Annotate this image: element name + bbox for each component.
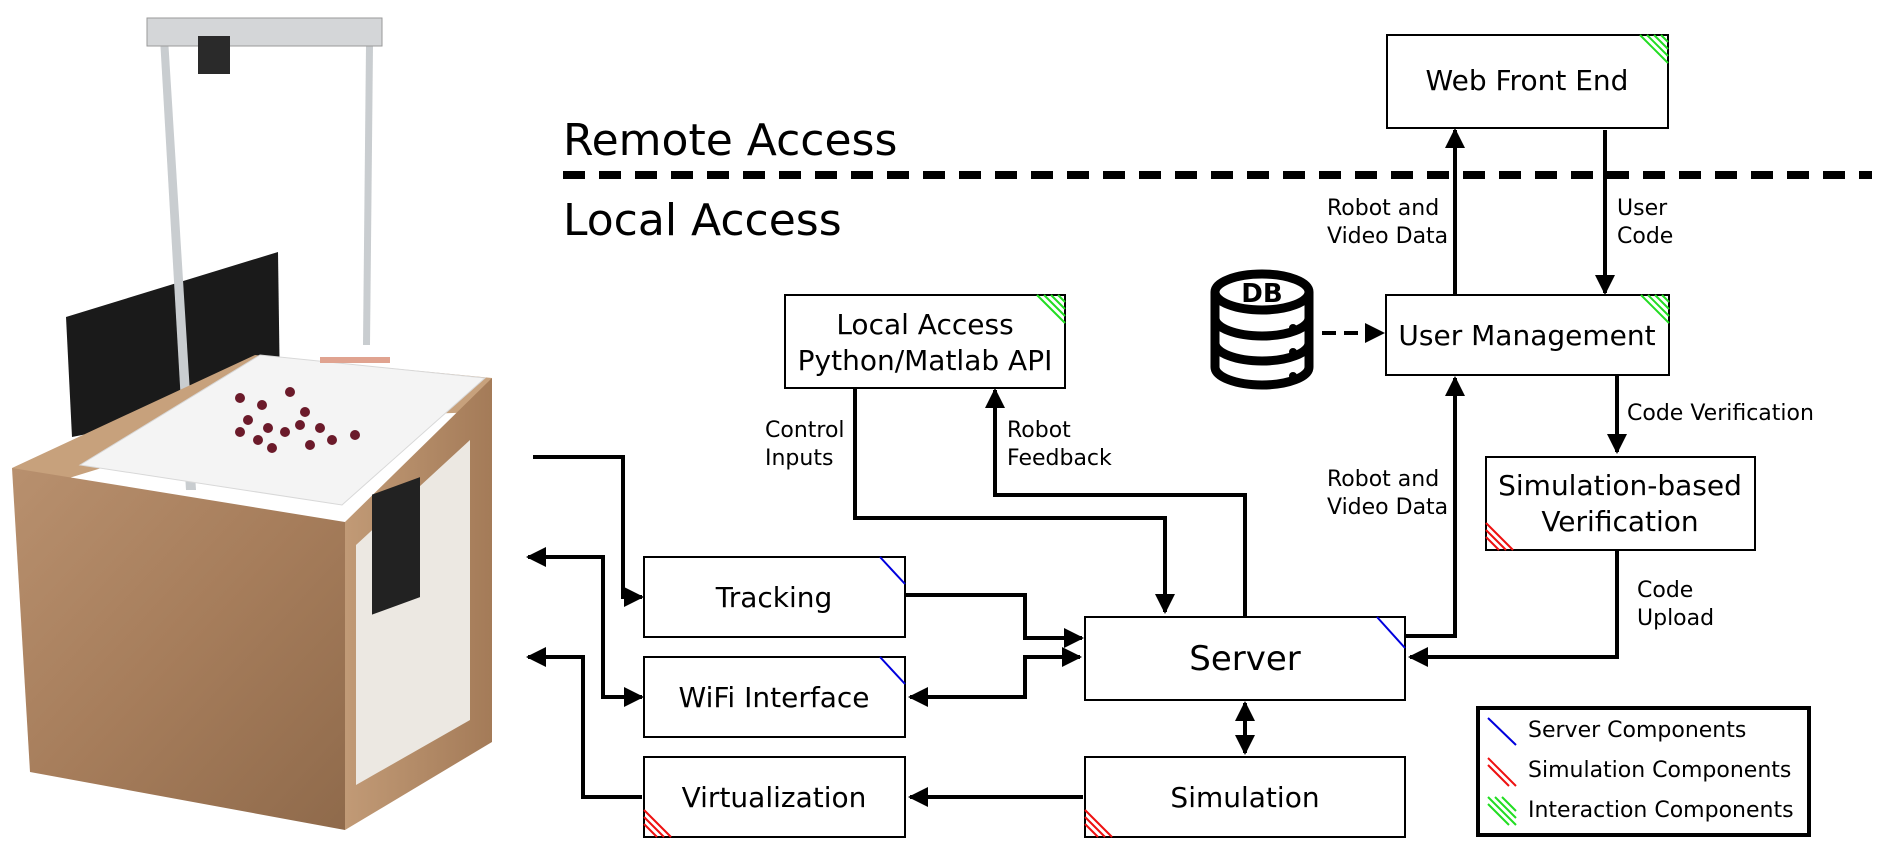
- label-code-upload-2: Upload: [1637, 606, 1714, 631]
- sim-verification-box: Simulation-based Verification: [1485, 456, 1756, 551]
- remote-access-heading: Remote Access: [563, 115, 897, 166]
- robots: [235, 387, 360, 453]
- rig-pole-left: [160, 38, 196, 490]
- interaction-marker: [1640, 294, 1670, 324]
- label-code-upload-1: Code: [1637, 578, 1693, 603]
- edge-wifi-to-external: [526, 547, 644, 707]
- local-api-label-1: Local Access: [836, 308, 1013, 341]
- label-robot-feedback-2: Feedback: [1007, 446, 1112, 471]
- simulation-marker: [1485, 522, 1514, 551]
- server-marker: [879, 556, 906, 585]
- server-marker: [879, 656, 906, 685]
- simulation-marker: [643, 809, 672, 838]
- label-control-inputs-1: Control: [765, 418, 845, 443]
- user-management-box: User Management: [1385, 294, 1670, 376]
- label-robot-video-lower-2: Video Data: [1327, 495, 1448, 520]
- edge-tracking-to-server: [905, 593, 1084, 648]
- label-user-code-1: User: [1617, 196, 1668, 221]
- legend-interaction-label: Interaction Components: [1528, 798, 1794, 823]
- sim-verification-label-1: Simulation-based: [1498, 469, 1742, 502]
- virtualization-label: Virtualization: [682, 781, 867, 814]
- legend: Server Components Simulation Components …: [1476, 706, 1811, 837]
- label-robot-video-lower-1: Robot and: [1327, 467, 1439, 492]
- web-front-end-box: Web Front End: [1386, 34, 1669, 129]
- cavity-box: [372, 477, 420, 615]
- wifi-interface-label: WiFi Interface: [679, 681, 870, 714]
- edge-simverif-to-server: [1408, 550, 1619, 667]
- rig-crossbar: [146, 17, 383, 47]
- wifi-interface-box: WiFi Interface: [643, 656, 906, 738]
- legend-simulation-label: Simulation Components: [1528, 758, 1791, 783]
- server-box: Server: [1084, 616, 1406, 701]
- legend-server-marker: [1487, 717, 1517, 746]
- label-code-verification: Code Verification: [1627, 401, 1814, 426]
- rig-pole-right: [363, 45, 373, 345]
- simulation-box: Simulation: [1084, 756, 1406, 838]
- table-front: [12, 468, 345, 830]
- local-access-heading: Local Access: [563, 195, 842, 246]
- virtualization-box: Virtualization: [643, 756, 906, 838]
- interaction-marker: [1639, 34, 1669, 64]
- connections: [526, 128, 1627, 807]
- legend-simulation-marker: [1487, 757, 1517, 787]
- overhead-camera: [198, 36, 230, 74]
- local-api-label-2: Python/Matlab API: [798, 344, 1053, 377]
- legend-server-label: Server Components: [1528, 718, 1746, 743]
- label-robot-feedback-1: Robot: [1007, 418, 1071, 443]
- edge-external-to-tracking: [533, 455, 644, 607]
- edge-localapi-to-server: [853, 388, 1175, 614]
- legend-interaction-marker: [1487, 796, 1517, 826]
- database-icon: DB: [1210, 269, 1314, 390]
- local-api-box: Local Access Python/Matlab API: [784, 294, 1066, 389]
- simulation-label: Simulation: [1170, 781, 1319, 814]
- database-label: DB: [1241, 279, 1282, 309]
- tracking-box: Tracking: [643, 556, 906, 638]
- label-user-code-2: Code: [1617, 224, 1673, 249]
- edge-server-to-localapi: [985, 388, 1247, 616]
- tracking-label: Tracking: [715, 581, 833, 614]
- edge-server-to-usermgmt: [1405, 376, 1465, 638]
- user-management-label: User Management: [1398, 319, 1655, 352]
- sim-verification-label-2: Verification: [1541, 505, 1698, 538]
- label-control-inputs-2: Inputs: [765, 446, 833, 471]
- server-label: Server: [1189, 639, 1301, 679]
- edge-virt-to-external: [526, 647, 642, 799]
- interaction-marker: [1036, 294, 1066, 324]
- edge-server-wifi: [908, 647, 1082, 707]
- arena-strip: [320, 357, 390, 363]
- simulation-marker: [1084, 809, 1113, 838]
- web-front-end-label: Web Front End: [1426, 64, 1629, 97]
- label-robot-video-upper-2: Video Data: [1327, 224, 1448, 249]
- testbed-photo: [12, 17, 492, 830]
- edge-labels: Robot and Video Data User Code Code Veri…: [765, 196, 1814, 631]
- server-marker: [1376, 616, 1406, 649]
- label-robot-video-upper-1: Robot and: [1327, 196, 1439, 221]
